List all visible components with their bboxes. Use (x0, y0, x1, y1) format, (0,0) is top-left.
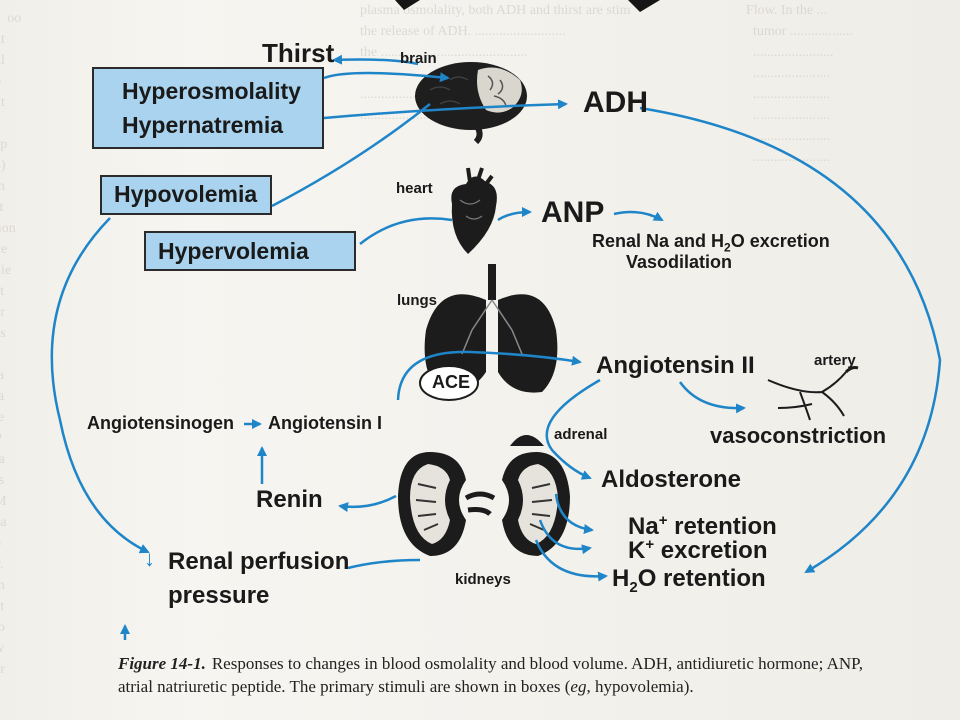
renal-excretion-pre: Renal Na and H (592, 231, 725, 251)
na-retention-text: retention (667, 513, 777, 540)
hypervolemia-box (144, 231, 356, 271)
vasoconstriction-label: vasoconstriction (710, 423, 887, 448)
caption-text-1: Responses to changes in blood osmolality… (118, 654, 863, 696)
flow-arrows (50, 54, 942, 640)
renal-excretion-post: O excretion (730, 231, 830, 251)
decrease-arrow: ↓ (144, 546, 155, 571)
thirst-label: Thirst (262, 38, 335, 68)
h2o-sub: 2 (629, 578, 638, 596)
na-sup: + (658, 512, 668, 529)
hyperosmolality-label: Hyperosmolality (122, 78, 301, 104)
hypervolemia-label: Hypervolemia (158, 238, 309, 264)
ace-label: ACE (432, 372, 471, 392)
ace-oval (419, 365, 479, 401)
artery-icon (767, 366, 859, 421)
aldosterone-label: Aldosterone (601, 466, 742, 493)
artery-label: artery (814, 352, 856, 369)
background-text-left: c oo ut ul o xt s ep 3) in st tion ye ni… (0, 11, 22, 677)
k-text: K (628, 537, 646, 564)
h2o-post: O retention (637, 565, 766, 592)
angiotensinogen-label: Angiotensinogen (87, 413, 234, 433)
caption-text-2: , hypovolemia). (586, 677, 694, 696)
lungs-label: lungs (397, 292, 437, 309)
hypovolemia-box (100, 175, 272, 215)
caption-eg: eg (570, 677, 587, 696)
caption-label: Figure 14-1. (118, 654, 206, 673)
k-excretion-label: K+ excretion (628, 536, 768, 565)
heart-label: heart (396, 180, 433, 197)
na-text: Na (628, 513, 659, 540)
heart-icon (451, 167, 497, 254)
renal-excretion-sub: 2 (724, 240, 731, 255)
kidneys-label: kidneys (455, 571, 511, 588)
k-sup: + (645, 536, 655, 553)
adh-label: ADH (583, 86, 648, 119)
hyperosmolality-hypernatremia-box (92, 67, 324, 149)
h2o-pre: H (612, 565, 630, 592)
hypernatremia-label: Hypernatremia (122, 112, 284, 138)
renin-label: Renin (256, 486, 323, 513)
hypovolemia-label: Hypovolemia (114, 181, 258, 207)
angiotensin-ii-label: Angiotensin II (596, 352, 755, 379)
kidneys-icon (398, 435, 570, 556)
k-excretion-text: excretion (654, 537, 768, 564)
background-text-right: Flow. In the ... tumor .................… (746, 3, 853, 165)
angiotensin-i-label: Angiotensin I (268, 413, 382, 433)
brain-icon (415, 62, 527, 145)
pressure-label: pressure (168, 582, 270, 609)
adrenal-label: adrenal (554, 426, 608, 443)
renal-na-h2o-excretion-label: Renal Na and H2O excretion (592, 231, 830, 255)
brain-label: brain (400, 50, 437, 67)
h2o-retention-label: H2O retention (612, 565, 766, 596)
vasodilation-label: Vasodilation (626, 252, 733, 272)
renal-perfusion-label: Renal perfusion (168, 548, 350, 575)
figure-caption: Figure 14-1.Responses to changes in bloo… (118, 652, 898, 698)
anp-label: ANP (541, 196, 605, 229)
na-retention-label: Na+ retention (628, 512, 777, 541)
